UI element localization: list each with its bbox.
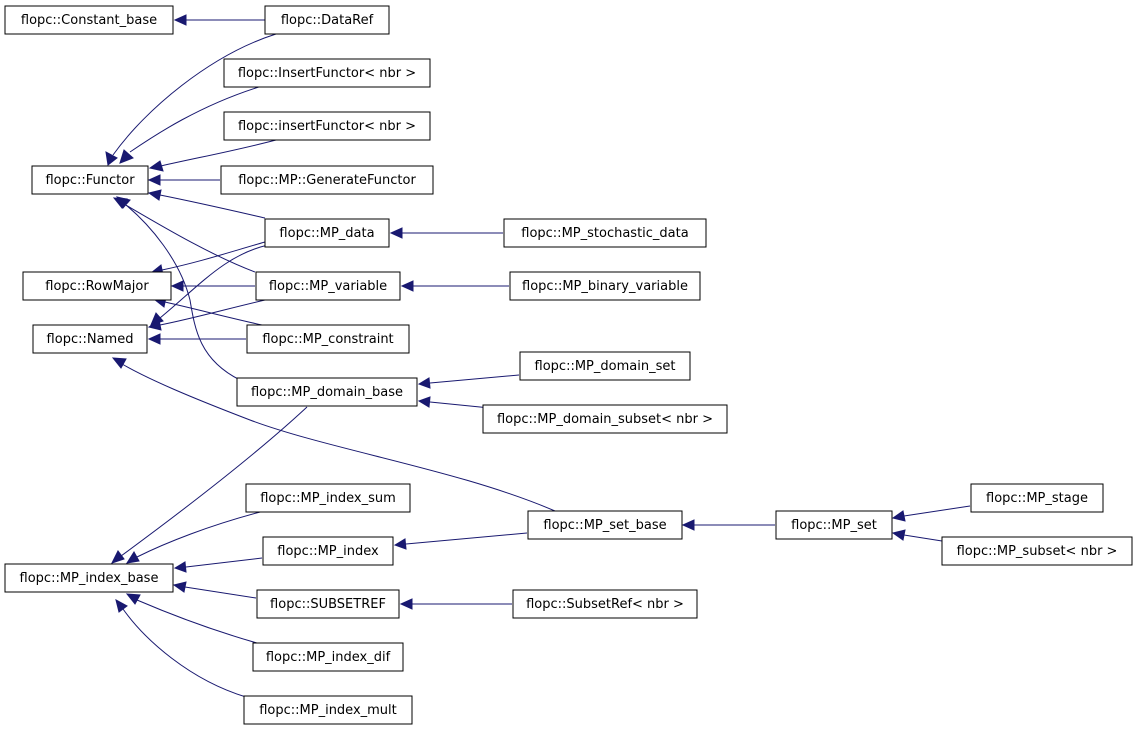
node-label: flopc::MP_set_base: [543, 518, 666, 533]
node-mp-index[interactable]: flopc::MP_index: [262, 536, 394, 566]
node-mp-stage[interactable]: flopc::MP_stage: [970, 483, 1104, 513]
node-label: flopc::Functor: [45, 173, 135, 188]
edge-mp-data-to-functor: [147, 189, 266, 219]
node-subsetref-lower[interactable]: flopc::SubsetRef< nbr >: [512, 589, 698, 619]
edge-domain-set-to-domain-base: [417, 374, 520, 389]
node-dataref[interactable]: flopc::DataRef: [264, 5, 390, 35]
node-mp-domain-set[interactable]: flopc::MP_domain_set: [519, 351, 691, 381]
node-label: flopc::MP_domain_subset< nbr >: [497, 412, 713, 427]
node-mp-binary-variable[interactable]: flopc::MP_binary_variable: [509, 271, 701, 301]
node-label: flopc::MP_stage: [986, 491, 1088, 506]
edge-mp-domain-base-to-functor: [116, 196, 241, 381]
edge-mp-set-base-to-mp-index: [393, 532, 528, 550]
node-mp-subset[interactable]: flopc::MP_subset< nbr >: [941, 536, 1133, 566]
node-label: flopc::MP_index_dif: [266, 650, 391, 665]
edge-stochastic-data-to-mp-data: [389, 227, 503, 239]
node-label: flopc::MP_index: [277, 544, 379, 559]
node-label: flopc::MP_set: [791, 518, 877, 533]
node-label: flopc::Named: [47, 332, 134, 347]
edge-subsetref-lower-to-upper: [399, 598, 512, 610]
node-label: flopc::MP_constraint: [262, 332, 393, 347]
node-insertfunctor-lower[interactable]: flopc::insertFunctor< nbr >: [223, 111, 431, 141]
node-named[interactable]: flopc::Named: [32, 324, 148, 354]
node-label: flopc::MP_subset< nbr >: [957, 544, 1118, 559]
node-label: flopc::DataRef: [281, 13, 374, 28]
edge-insertfunctor-upper-to-functor: [119, 85, 263, 164]
node-label: flopc::MP::GenerateFunctor: [238, 173, 416, 188]
node-label: flopc::SUBSETREF: [270, 597, 386, 612]
node-label: flopc::MP_index_sum: [260, 491, 396, 506]
node-insertfunctor-upper[interactable]: flopc::InsertFunctor< nbr >: [223, 58, 431, 88]
node-label: flopc::MP_index_mult: [259, 703, 397, 718]
node-mp-domain-base[interactable]: flopc::MP_domain_base: [236, 377, 418, 407]
node-mp-index-mult[interactable]: flopc::MP_index_mult: [243, 695, 413, 725]
edge-dataref-to-constant-base: [173, 14, 265, 26]
node-functor[interactable]: flopc::Functor: [31, 165, 149, 195]
edge-mp-data-to-rowmajor: [149, 241, 266, 276]
edge-mp-index-to-index-base: [173, 557, 263, 573]
node-label: flopc::MP_domain_base: [251, 385, 403, 400]
node-mp-domain-subset[interactable]: flopc::MP_domain_subset< nbr >: [482, 404, 728, 434]
edge-mp-subset-to-mp-set: [891, 529, 943, 542]
node-mp-set-base[interactable]: flopc::MP_set_base: [527, 510, 683, 540]
edge-index-sum-to-index-base: [125, 510, 265, 564]
edge-mp-constraint-to-named: [147, 333, 246, 345]
edge-generatefunctor-to-functor: [147, 174, 220, 186]
edge-mp-variable-to-functor: [112, 197, 256, 273]
node-label: flopc::insertFunctor< nbr >: [238, 119, 416, 134]
edge-mp-constraint-to-rowmajor: [152, 296, 263, 326]
edge-subsetref-upper-to-index-base: [172, 581, 257, 599]
node-label: flopc::MP_stochastic_data: [521, 226, 688, 241]
edge-mp-set-to-mp-set-base: [681, 519, 775, 531]
node-mp-variable[interactable]: flopc::MP_variable: [255, 271, 401, 301]
node-rowmajor[interactable]: flopc::RowMajor: [22, 271, 172, 301]
node-label: flopc::MP_variable: [269, 279, 387, 294]
node-mp-index-dif[interactable]: flopc::MP_index_dif: [252, 642, 404, 672]
node-label: flopc::MP_index_base: [20, 571, 159, 586]
node-label: flopc::MP_domain_set: [535, 359, 676, 374]
edge-index-dif-to-index-base: [125, 593, 265, 646]
node-label: flopc::SubsetRef< nbr >: [526, 597, 684, 612]
node-label: flopc::Constant_base: [21, 13, 157, 28]
node-label: flopc::MP_data: [279, 226, 374, 241]
node-constant-base[interactable]: flopc::Constant_base: [4, 5, 174, 35]
node-mp-data[interactable]: flopc::MP_data: [264, 218, 390, 248]
edge-insertfunctor-lower-to-functor: [148, 139, 277, 172]
edge-mp-variable-to-named: [147, 299, 266, 331]
edge-binary-variable-to-mp-variable: [400, 280, 509, 292]
node-mp-index-sum[interactable]: flopc::MP_index_sum: [245, 483, 411, 513]
node-mp-stochastic-data[interactable]: flopc::MP_stochastic_data: [503, 218, 707, 248]
edge-domain-subset-to-domain-base: [417, 396, 491, 409]
edge-mp-stage-to-mp-set: [891, 505, 971, 522]
edge-domain-base-to-index-base: [111, 406, 308, 564]
node-label: flopc::InsertFunctor< nbr >: [238, 66, 416, 81]
node-mp-index-base[interactable]: flopc::MP_index_base: [4, 563, 174, 593]
node-subsetref-upper[interactable]: flopc::SUBSETREF: [256, 589, 400, 619]
node-mp-constraint[interactable]: flopc::MP_constraint: [246, 324, 410, 354]
edge-dataref-to-functor: [105, 33, 277, 166]
edge-mp-set-base-to-named: [111, 357, 556, 512]
edge-index-mult-to-index-base: [115, 599, 247, 698]
node-mp-set[interactable]: flopc::MP_set: [775, 510, 893, 540]
node-label: flopc::RowMajor: [45, 279, 149, 294]
node-label: flopc::MP_binary_variable: [522, 279, 688, 294]
node-generatefunctor[interactable]: flopc::MP::GenerateFunctor: [220, 165, 434, 195]
edge-mp-variable-to-rowmajor: [170, 280, 255, 292]
